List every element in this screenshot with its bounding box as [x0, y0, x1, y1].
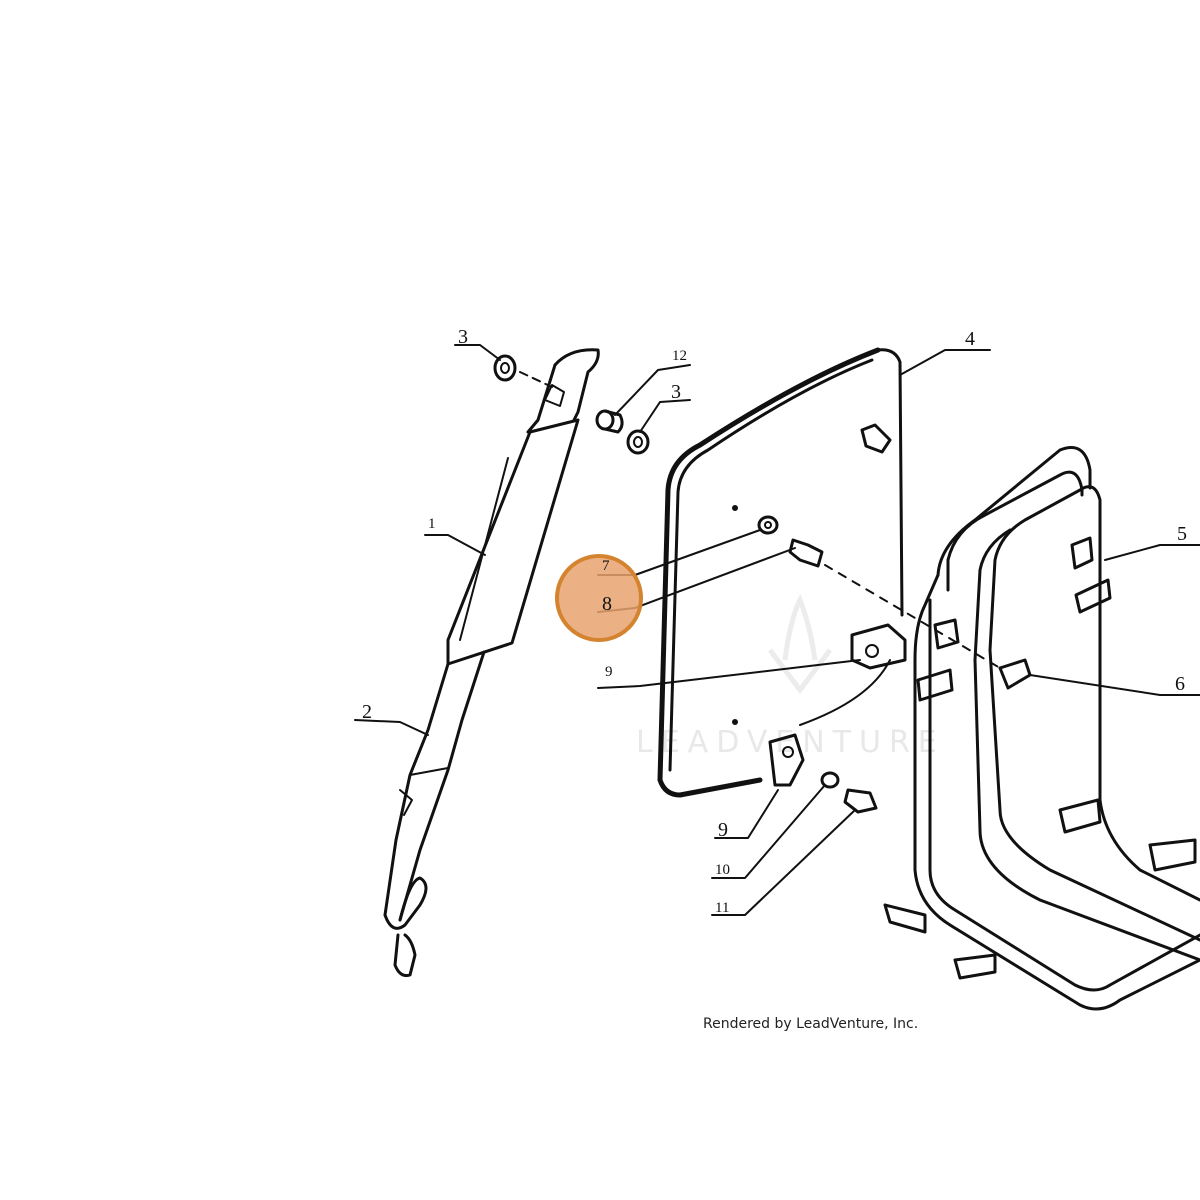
callout-7[interactable]: 7: [602, 558, 610, 574]
callout-9-lower[interactable]: 9: [718, 819, 728, 841]
callout-11[interactable]: 11: [715, 900, 729, 916]
part-frame: [883, 446, 1200, 1011]
callout-9-upper[interactable]: 9: [605, 664, 613, 680]
highlight-circle: [555, 554, 643, 642]
callout-3-top[interactable]: 3: [458, 326, 468, 348]
callout-3-right[interactable]: 3: [671, 381, 681, 403]
callouts: 3 12 3 4 5 6 1 2 7 8 9 9 10 11: [362, 326, 1187, 916]
credit-text: Rendered by LeadVenture, Inc.: [703, 1016, 918, 1032]
callout-6[interactable]: 6: [1175, 673, 1185, 695]
brackets: [768, 623, 907, 814]
watermark-logo-icon: [768, 593, 832, 695]
callout-4[interactable]: 4: [965, 328, 975, 350]
part-panel: [657, 347, 1001, 798]
callout-10[interactable]: 10: [715, 862, 730, 878]
watermark: LEADVENTURE: [636, 593, 945, 760]
top-hardware: [493, 354, 650, 455]
callout-1[interactable]: 1: [428, 516, 436, 532]
callout-8[interactable]: 8: [602, 593, 612, 615]
callout-2[interactable]: 2: [362, 701, 372, 723]
part-side-strip: [383, 348, 600, 977]
callout-12[interactable]: 12: [672, 348, 687, 364]
callout-5[interactable]: 5: [1177, 523, 1187, 545]
watermark-text: LEADVENTURE: [636, 725, 945, 760]
